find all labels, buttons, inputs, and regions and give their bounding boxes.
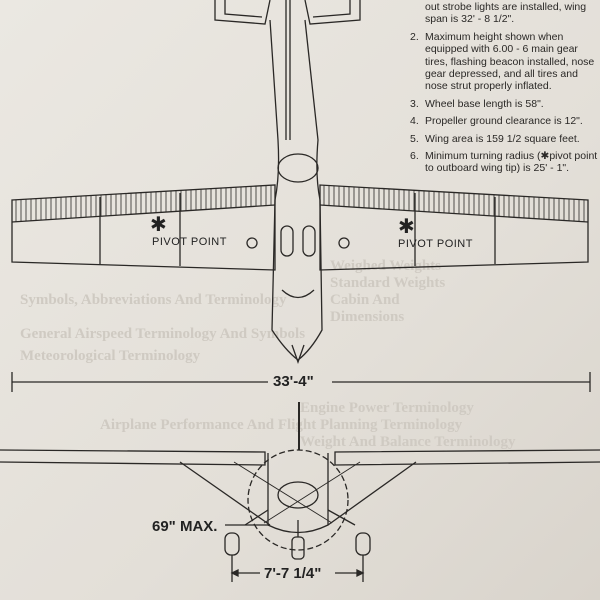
note-text: Propeller ground clearance is 12". (425, 115, 583, 128)
bleed-line: Engine Power Terminology (300, 400, 474, 416)
bleed-line: Weight And Balance Terminology (300, 434, 516, 450)
note-5: 5. Wing area is 159 1/2 square feet. (410, 133, 600, 145)
fuselage-top-view (269, 0, 323, 364)
aircraft-front-view (0, 402, 600, 582)
note-number: 5. (410, 132, 419, 145)
height-dimension: 69" MAX. (152, 518, 218, 535)
note-text: Minimum turning radius (✱pivot point to … (425, 150, 598, 175)
note-text: Wing area is 159 1/2 square feet. (425, 132, 580, 145)
wingspan-dimension: 33'-4" (273, 373, 314, 390)
bleed-line: Cabin And (330, 292, 400, 308)
bleed-line: Dimensions (330, 309, 405, 325)
dimension-notes: out strobe lights are installed, wing sp… (410, 0, 600, 180)
pivot-point-label-right: PIVOT POINT (398, 238, 473, 250)
pivot-asterisk-left: ✱ (150, 214, 168, 236)
bleed-line: Weighed Weights (330, 258, 441, 274)
note-1-continuation: out strobe lights are installed, wing sp… (410, 1, 600, 26)
note-text: Maximum height shown when equipped with … (425, 30, 595, 93)
note-text: Wheel base length is 58". (425, 97, 544, 110)
track-dimension: 7'-7 1/4" (264, 565, 322, 582)
pivot-asterisk-right: ✱ (398, 216, 416, 238)
note-number: 4. (410, 115, 419, 128)
wingspan-dimension-line (11, 372, 591, 392)
note-2: 2. Maximum height shown when equipped wit… (410, 31, 600, 93)
note-6: 6. Minimum turning radius (✱pivot point t… (410, 150, 600, 175)
note-number: 2. (410, 30, 419, 43)
wings-top-view (11, 184, 589, 271)
pivot-point-label-left: PIVOT POINT (152, 236, 227, 248)
bleed-line: Airplane Performance And Flight Planning… (100, 417, 463, 433)
note-number: 6. (410, 150, 419, 163)
bleed-line: General Airspeed Terminology And Symbols (20, 326, 306, 342)
note-3: 3. Wheel base length is 58". (410, 98, 600, 110)
bleed-line: Meteorological Terminology (20, 348, 201, 364)
note-number: 3. (410, 97, 419, 110)
note-text: out strobe lights are installed, wing sp… (425, 1, 587, 26)
note-4: 4. Propeller ground clearance is 12". (410, 115, 600, 127)
horizontal-tail (214, 0, 361, 25)
bleed-line: Standard Weights (330, 275, 446, 291)
bleed-line: Symbols, Abbreviations And Terminology (20, 292, 287, 308)
